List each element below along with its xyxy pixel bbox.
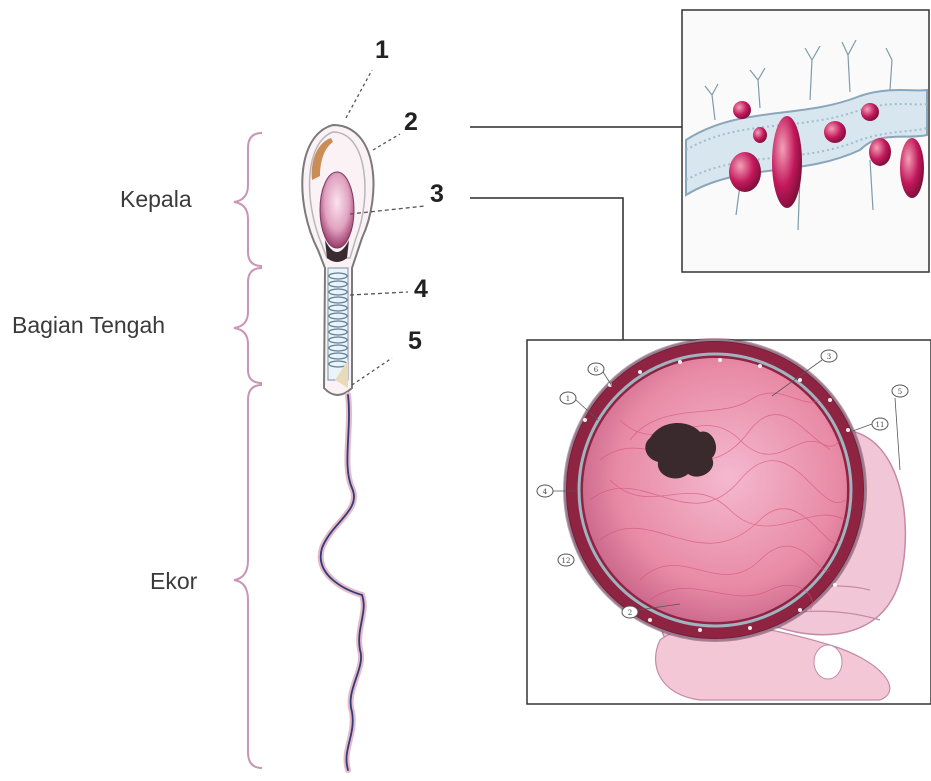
region-label-ekor: Ekor — [150, 568, 197, 595]
brace-ekor — [234, 385, 262, 768]
brace-bagian-tengah — [234, 268, 262, 383]
inset-label-6: 6 — [594, 366, 599, 374]
part-number-5: 5 — [408, 327, 422, 356]
inset-label-4: 4 — [543, 488, 548, 496]
brace-kepala — [234, 133, 262, 266]
part-number-2: 2 — [404, 108, 418, 137]
inset-label-1: 1 — [566, 395, 570, 403]
inset-label-5: 5 — [898, 388, 902, 396]
midpiece — [328, 268, 348, 380]
region-label-kepala: Kepala — [120, 186, 192, 213]
region-label-bagian-tengah: Bagian Tengah — [12, 312, 165, 339]
part-number-1: 1 — [375, 36, 389, 65]
part-number-3: 3 — [430, 180, 444, 209]
connector-lines — [470, 127, 705, 342]
part-number-4: 4 — [414, 275, 428, 304]
nucleus-inset: 6 1 3 5 11 4 12 2 — [527, 340, 931, 704]
inset-label-3: 3 — [827, 353, 831, 361]
nucleus-head — [320, 172, 354, 248]
inset-label-11: 11 — [876, 421, 885, 429]
membrane-inset — [682, 10, 929, 272]
tail-flagellum — [321, 395, 364, 770]
tail-flagellum-membrane — [321, 395, 364, 770]
sperm-cell — [302, 125, 373, 770]
inset-label-12: 12 — [562, 557, 571, 565]
inset-label-2: 2 — [628, 609, 632, 617]
